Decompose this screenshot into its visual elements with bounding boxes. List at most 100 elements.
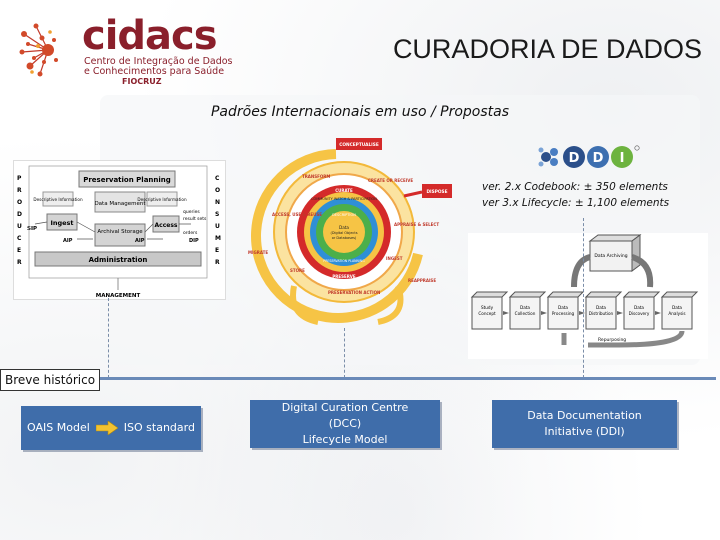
dcc-box-line2: (DCC) bbox=[328, 417, 362, 430]
logo-org: FIOCRUZ bbox=[122, 77, 162, 86]
ddi-stage-label: Data bbox=[596, 305, 606, 310]
ddi-stage-box-top bbox=[470, 291, 509, 298]
ddi-stage-box bbox=[509, 296, 541, 330]
ddi-stage-box bbox=[471, 296, 503, 330]
producer-letter: R bbox=[17, 187, 22, 194]
oais-descriptive-info-left: Descriptive Information bbox=[33, 197, 83, 202]
consumer-letter: E bbox=[215, 247, 219, 254]
oais-descriptive-info-right-box bbox=[146, 191, 178, 207]
right-arrow-icon bbox=[95, 421, 118, 435]
oais-data-management-label: Data Management bbox=[94, 201, 146, 207]
oais-ingest-label: Ingest bbox=[50, 219, 73, 227]
ddi-stage-box-top bbox=[546, 291, 585, 298]
ddi-codebook-note: ver. 2.x Codebook: ± 350 elements bbox=[482, 181, 668, 193]
dcc-description-label: DESCRIPTION bbox=[332, 213, 356, 217]
timeline-box-ddi: Data Documentation Initiative (DDI) bbox=[492, 400, 677, 448]
oais-archival-storage-box bbox=[94, 223, 146, 247]
dcc-outer-arc bbox=[251, 149, 423, 323]
ddi-stage-arrow-icon bbox=[541, 311, 547, 315]
dcc-appraise-label: APPRAISE & SELECT bbox=[394, 222, 439, 227]
ddi-stage-arrow-icon bbox=[503, 311, 509, 315]
oais-descriptive-info-left-box bbox=[42, 191, 74, 207]
dcc-store-label: STORE bbox=[290, 268, 305, 273]
dcc-create-receive-label: CREATE OR RECEIVE bbox=[368, 178, 413, 183]
ddi-stage-label: Data bbox=[558, 305, 568, 310]
slide-subtitle: Padrões Internacionais em uso / Proposta… bbox=[210, 104, 510, 120]
ddi-stage-arrow-icon bbox=[617, 311, 623, 315]
ddi-stage-label: Collection bbox=[515, 311, 536, 316]
dcc-center-line3: or Databases) bbox=[332, 236, 357, 240]
oais-result-sets-label: result sets bbox=[183, 216, 207, 222]
ddi-archiving-box bbox=[589, 240, 633, 272]
ddi-repurposing-arrow bbox=[588, 330, 685, 348]
dcc-conceptualise-label: CONCEPTUALISE bbox=[339, 142, 379, 148]
ddi-logo-molecule-icon bbox=[538, 147, 558, 167]
producer-letter: P bbox=[17, 175, 22, 182]
timeline-box-oais: OAIS Model ISO standard bbox=[21, 406, 201, 450]
consumer-letter: S bbox=[215, 211, 219, 218]
dcc-box-line3: Lifecycle Model bbox=[302, 433, 388, 446]
ddi-stage-label: Data bbox=[520, 305, 530, 310]
dcc-transform-label: TRANSFORM bbox=[302, 174, 330, 179]
ddi-lifecycle-note: ver 3.x Lifecycle: ± 1,100 elements bbox=[482, 197, 670, 209]
dcc-lifecycle-diagram: Data (Digital Objects or Databases) DESC… bbox=[248, 136, 460, 326]
oais-model-text: OAIS Model bbox=[27, 421, 90, 434]
ddi-box-line2: Initiative (DDI) bbox=[544, 425, 625, 438]
oais-administration-label: Administration bbox=[89, 256, 148, 264]
ddi-stage-label: Processing bbox=[552, 311, 575, 316]
consumer-letter: M bbox=[215, 235, 221, 242]
dcc-preservation-action-label: PRESERVATION ACTION bbox=[328, 290, 380, 295]
ddi-stage-box-top bbox=[622, 291, 661, 298]
timeline-box-dcc: Digital Curation Centre (DCC) Lifecycle … bbox=[250, 400, 440, 448]
dcc-conceptualise-box bbox=[336, 138, 382, 150]
svg-text:D: D bbox=[569, 151, 580, 166]
cidacs-logo: cidacs Centro de Integração de Dados e C… bbox=[14, 13, 233, 86]
dcc-bottom-arrows bbox=[290, 285, 404, 325]
dcc-reappraise-label: REAPPRAISE bbox=[408, 278, 436, 283]
logo-subtitle-line2: e Conhecimentos para Saúde bbox=[84, 66, 225, 77]
dcc-migrate-label: MIGRATE bbox=[248, 250, 268, 255]
ddi-stage-box bbox=[661, 296, 693, 330]
oais-data-management-box bbox=[94, 191, 146, 213]
oais-queries-label: queries bbox=[183, 209, 200, 215]
dcc-ingest-label: INGEST bbox=[386, 256, 403, 261]
oais-aip-right-label: AIP bbox=[135, 238, 145, 244]
oais-connector-line bbox=[108, 298, 109, 378]
ddi-stage-box-top bbox=[660, 291, 699, 298]
cidacs-logo-mark bbox=[19, 23, 58, 77]
svg-text:I: I bbox=[620, 151, 625, 166]
ddi-stage-box-top bbox=[584, 291, 623, 298]
ddi-box-line1: Data Documentation bbox=[527, 409, 642, 422]
ddi-repurposing-label: Repurposing bbox=[598, 337, 626, 343]
ddi-stage-box bbox=[623, 296, 655, 330]
dcc-ring-center bbox=[323, 211, 365, 253]
oais-sip-label: SIP bbox=[27, 226, 37, 232]
dcc-dispose-box bbox=[422, 184, 452, 198]
dcc-box-line1: Digital Curation Centre bbox=[281, 401, 409, 414]
consumer-letter: N bbox=[215, 199, 220, 206]
svg-text:D: D bbox=[593, 151, 604, 166]
timeline-label: Breve histórico bbox=[0, 369, 101, 391]
oais-dip-label: DIP bbox=[189, 238, 199, 244]
consumer-letter: U bbox=[215, 223, 220, 230]
ddi-stage-arrow-icon bbox=[655, 311, 661, 315]
ddi-arrow-from-archive bbox=[630, 254, 654, 288]
ddi-stage-row: StudyConceptDataCollectionDataProcessing… bbox=[470, 291, 699, 330]
dcc-preservation-planning-label: PRESERVATION PLANNING bbox=[323, 259, 365, 263]
oais-administration-box bbox=[34, 251, 202, 267]
consumer-letter: C bbox=[215, 175, 220, 182]
producer-letter: O bbox=[17, 199, 22, 206]
ddi-stage-label: Study bbox=[481, 305, 494, 310]
oais-preservation-planning-box bbox=[78, 170, 176, 188]
dcc-community-label: COMMUNITY WATCH & PARTICIPATION bbox=[311, 197, 377, 201]
ddi-stage-label: Concept bbox=[478, 311, 496, 316]
timeline-axis bbox=[96, 377, 716, 380]
ddi-stage-box bbox=[547, 296, 579, 330]
oais-descriptive-info-right: Descriptive Information bbox=[137, 197, 187, 202]
logo-title: cidacs bbox=[82, 13, 218, 59]
ddi-stage-label: Data bbox=[634, 305, 644, 310]
dcc-dispose-arrow bbox=[403, 190, 423, 198]
